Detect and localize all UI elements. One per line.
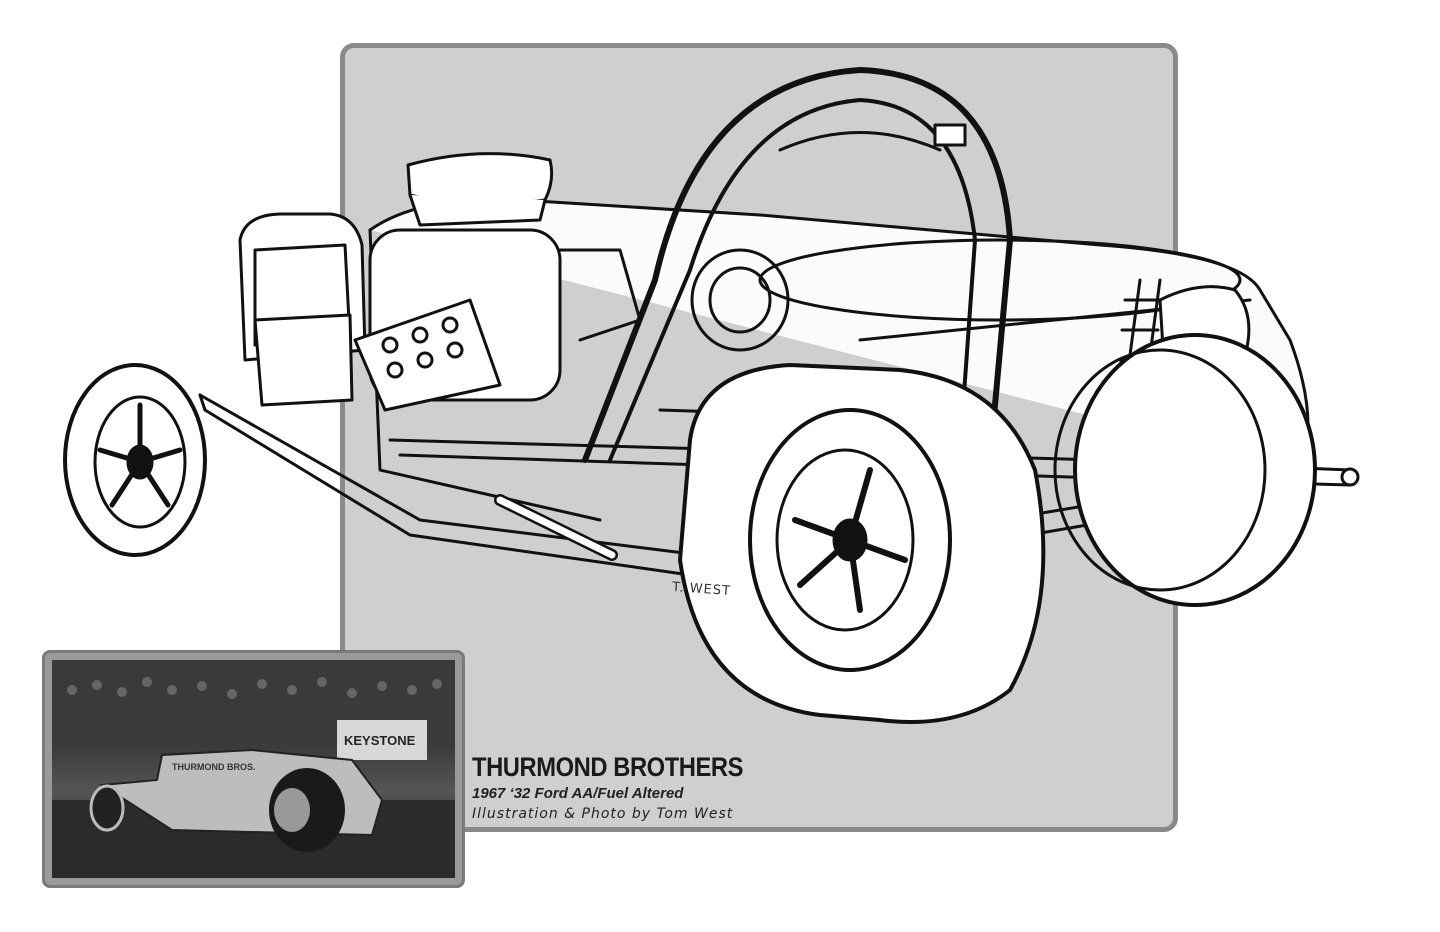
caption-block: THURMOND BROTHERS 1967 ‘32 Ford AA/Fuel …: [472, 752, 780, 822]
exhaust-header: [494, 494, 618, 561]
reference-photo-frame: KEYSTONE THURMOND BROS.: [42, 650, 465, 888]
caption-credit: Illustration & Photo by Tom West: [472, 806, 734, 822]
banner-lettering: KEYSTONE: [344, 733, 416, 748]
race-photo-drawing: KEYSTONE THURMOND BROS.: [52, 660, 455, 878]
rear-slick-near: [678, 363, 1046, 724]
reference-photo: KEYSTONE THURMOND BROS.: [52, 660, 455, 878]
front-wheel: [63, 363, 207, 557]
rear-slick-far: [1053, 333, 1317, 607]
door-lettering: THURMOND BROS.: [172, 762, 256, 772]
caption-title: THURMOND BROTHERS: [472, 752, 744, 782]
caption-subtitle: 1967 ‘32 Ford AA/Fuel Altered: [472, 785, 684, 802]
engine-block: [253, 152, 642, 412]
steering-wheel: [690, 248, 790, 352]
